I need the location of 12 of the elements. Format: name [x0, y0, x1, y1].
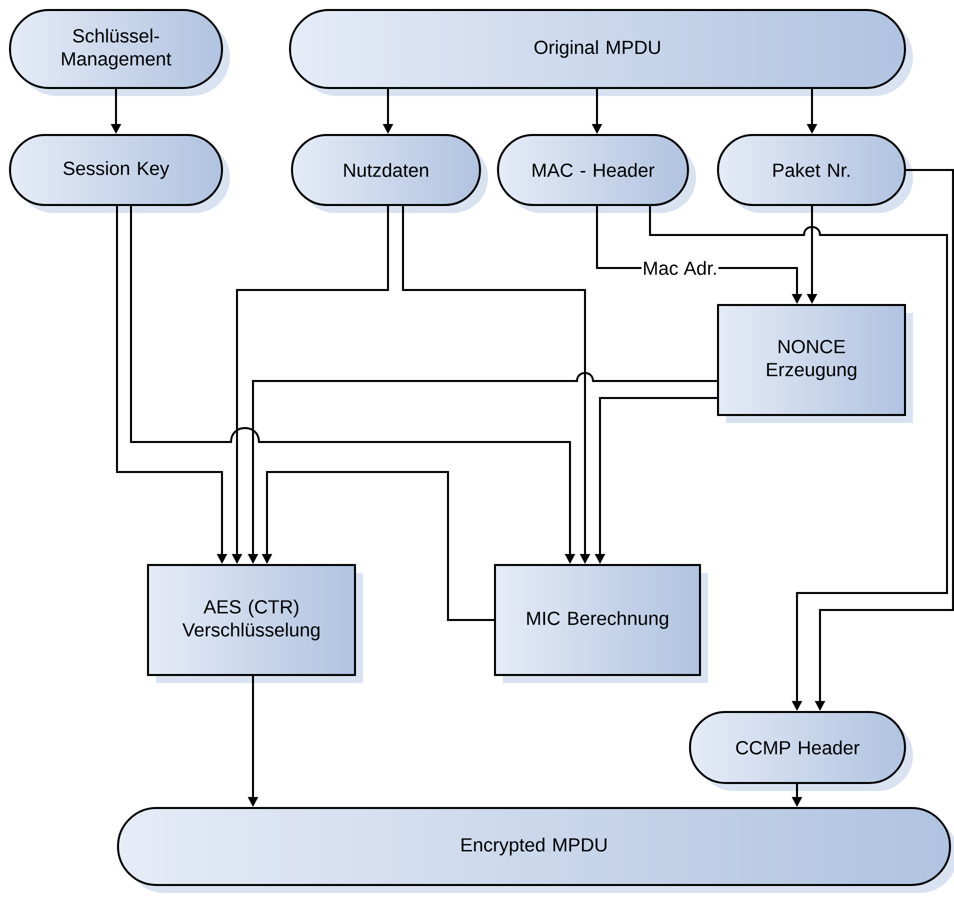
rounded-box: CCMP Header — [689, 711, 913, 791]
process-box: NONCE Erzeugung — [717, 304, 913, 423]
rounded-box: Nutzdaten — [291, 134, 488, 213]
process-box: AES (CTR) Verschlüsselung — [147, 564, 363, 683]
rounded-box: MAC - Header — [497, 134, 696, 213]
rounded-box: Original MPDU — [289, 9, 913, 96]
rounded-box: Schlüssel-Management — [9, 9, 230, 96]
edge-label: Mac Adr. — [642, 260, 718, 276]
process-box: MIC Berechnung — [494, 564, 708, 683]
rounded-box: Session Key — [9, 134, 230, 213]
rounded-box: Encrypted MPDU — [117, 807, 954, 893]
rounded-box: Paket Nr. — [717, 134, 913, 213]
